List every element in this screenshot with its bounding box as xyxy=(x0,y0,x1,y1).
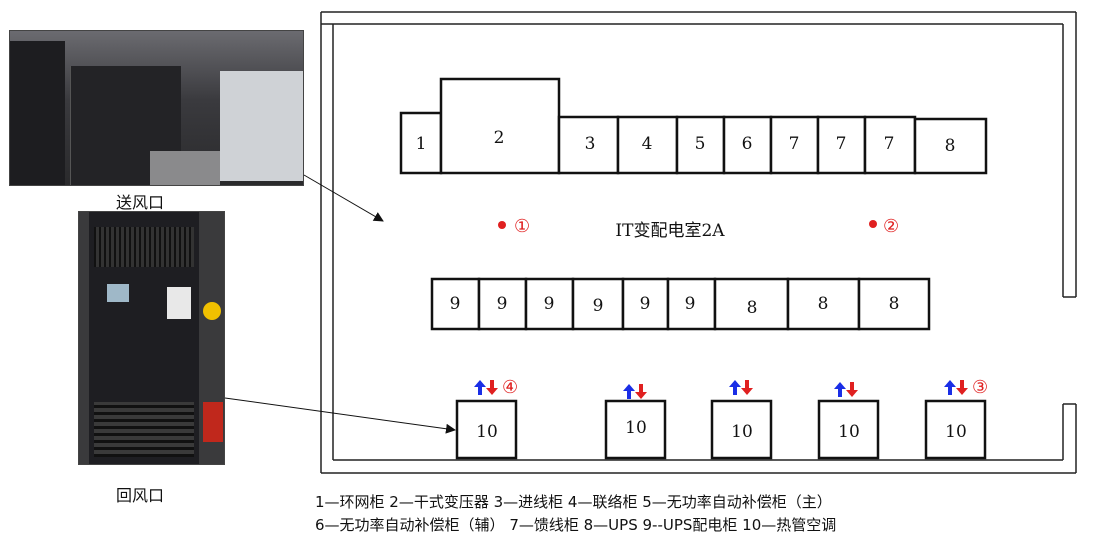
airflow-icon xyxy=(944,380,968,395)
room-name: IT变配电室2A xyxy=(615,221,725,241)
cabinet-label: 9 xyxy=(544,294,555,314)
cabinet-row-top xyxy=(399,77,988,175)
ac-unit-photo xyxy=(78,211,225,465)
cabinet-label: 4 xyxy=(642,134,653,154)
cabinet-label: 9 xyxy=(450,294,461,314)
marker-2: ② xyxy=(883,216,899,237)
cabinet-label: 7 xyxy=(789,134,800,154)
ac-unit-2 xyxy=(604,399,667,460)
ac-unit-label: 10 xyxy=(476,422,498,442)
cabinet-row-middle xyxy=(430,277,931,331)
ac-unit-3 xyxy=(710,399,773,460)
photo-ac-grille-top xyxy=(94,227,194,267)
marker-4: ④ xyxy=(502,377,518,398)
photo-cabinet-left xyxy=(10,41,65,185)
cabinet-1 xyxy=(399,111,443,175)
ac-unit-label: 10 xyxy=(731,422,753,442)
marker-3: ③ xyxy=(972,377,988,398)
photo-ac-paper xyxy=(167,287,191,319)
cabinet-label: 1 xyxy=(416,134,427,154)
legend-line-2: 6—无功率自动补偿柜（辅） 7—馈线柜 8—UPS 9--UPS配电柜 10—热… xyxy=(315,516,837,534)
photo-floor xyxy=(150,151,220,185)
photo-ac-screen xyxy=(107,284,129,302)
marker-dot-1 xyxy=(498,221,506,229)
return-air-label: 回风口 xyxy=(116,486,165,505)
ac-unit-1 xyxy=(455,399,518,460)
cabinet-label: 3 xyxy=(585,134,596,154)
cabinet-label: 6 xyxy=(742,134,753,154)
supply-air-label: 送风口 xyxy=(116,193,165,212)
ac-unit-label: 10 xyxy=(625,418,647,438)
cabinet-label: 8 xyxy=(889,294,900,314)
cabinet-label: 7 xyxy=(884,134,895,154)
cabinet-label: 9 xyxy=(685,294,696,314)
cabinet-label: 9 xyxy=(497,294,508,314)
marker-dot-2 xyxy=(869,220,877,228)
room-walls xyxy=(320,11,1077,474)
cabinet-label: 8 xyxy=(747,298,758,318)
cabinet-9e xyxy=(621,277,670,331)
cabinet-label: 2 xyxy=(494,128,505,148)
ac-unit-row xyxy=(455,399,987,460)
legend-line-1: 1—环网柜 2—干式变压器 3—进线柜 4—联络柜 5—无功率自动补偿柜（主） xyxy=(315,493,832,511)
ac-unit-5 xyxy=(924,399,987,460)
photo-fire-box xyxy=(203,402,223,442)
cabinet-5 xyxy=(675,115,726,175)
cabinet-label: 8 xyxy=(945,136,956,156)
cabinet-6 xyxy=(722,115,773,175)
cabinet-8b xyxy=(786,277,861,331)
cabinet-label: 5 xyxy=(695,134,706,154)
photo-ac-grille-bottom xyxy=(94,402,194,457)
cabinet-label: 8 xyxy=(818,294,829,314)
cabinet-7c xyxy=(863,115,917,175)
cabinet-8a xyxy=(713,277,790,331)
marker-1: ① xyxy=(514,216,530,237)
cabinet-7b xyxy=(816,115,867,175)
ac-unit-label: 10 xyxy=(838,422,860,442)
photo-wall-sign xyxy=(203,302,221,320)
cabinet-8-top xyxy=(913,117,988,175)
ac-unit-label: 10 xyxy=(945,422,967,442)
airflow-icon xyxy=(474,380,498,395)
cabinet-label: 9 xyxy=(640,294,651,314)
airflow-icon xyxy=(729,380,753,395)
cabinet-label: 9 xyxy=(593,296,604,316)
room-photo xyxy=(9,30,304,186)
pointer-arrow-room xyxy=(303,174,384,222)
airflow-arrows xyxy=(474,380,968,399)
airflow-icon xyxy=(834,382,858,397)
pointer-arrow-ac xyxy=(224,397,456,434)
cabinet-2 xyxy=(439,77,561,175)
airflow-icon xyxy=(623,384,647,399)
photo-cabinet-right xyxy=(220,71,303,181)
cabinet-label: 7 xyxy=(836,134,847,154)
cabinet-9f xyxy=(666,277,717,331)
legend: 1—环网柜 2—干式变压器 3—进线柜 4—联络柜 5—无功率自动补偿柜（主） … xyxy=(315,491,836,537)
cabinet-7a xyxy=(769,115,820,175)
cabinet-8c xyxy=(857,277,931,331)
cabinet-9a xyxy=(430,277,481,331)
ac-unit-4 xyxy=(817,399,880,460)
